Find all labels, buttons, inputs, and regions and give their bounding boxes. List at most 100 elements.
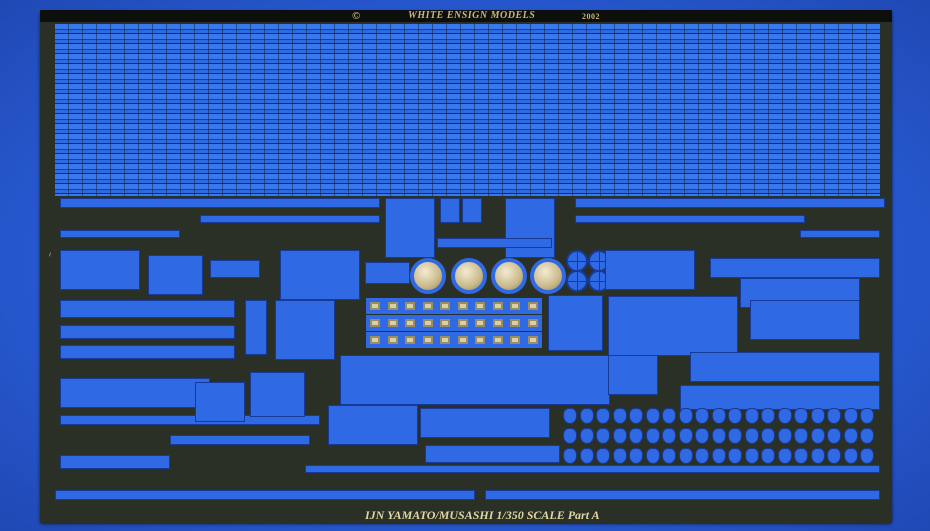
ladder xyxy=(250,372,305,417)
hatch-square xyxy=(436,332,454,348)
hatch-square xyxy=(506,332,524,348)
hatch-square xyxy=(471,315,489,331)
crest-plate xyxy=(843,448,858,464)
base-plate xyxy=(437,238,552,248)
small-part xyxy=(440,198,460,223)
crest-plate xyxy=(678,448,693,464)
hatch-square xyxy=(506,315,524,331)
hatch-square xyxy=(436,315,454,331)
ladder xyxy=(195,382,245,422)
crest-plate xyxy=(843,408,858,424)
crest-plate xyxy=(761,448,775,464)
crest-plate xyxy=(612,448,627,464)
strip xyxy=(485,490,880,500)
crest-plate xyxy=(744,448,759,464)
crest-plate xyxy=(744,428,759,444)
hatch-square xyxy=(488,298,507,314)
crest-plate xyxy=(761,408,775,424)
crest-plate xyxy=(728,408,742,424)
crest-plate xyxy=(645,428,660,444)
strip xyxy=(170,435,310,445)
crest-plate xyxy=(827,428,841,444)
crest-plate xyxy=(843,428,858,444)
crane-arm xyxy=(200,215,380,223)
crest-plate xyxy=(777,448,792,464)
strip xyxy=(60,300,235,318)
hatch-square xyxy=(453,315,472,331)
hatch-square xyxy=(366,315,384,331)
crest-plate xyxy=(794,448,808,464)
strip xyxy=(60,345,235,359)
bracket-assembly xyxy=(505,198,555,258)
crane-arm xyxy=(575,198,885,208)
mount xyxy=(608,355,658,395)
panel xyxy=(328,405,418,445)
crest-plate xyxy=(629,448,643,464)
crest-plate xyxy=(645,448,660,464)
strip xyxy=(305,465,880,473)
crest-plate xyxy=(662,428,676,444)
crest-plate xyxy=(744,408,759,424)
hatch-square xyxy=(436,298,454,314)
hatch-square xyxy=(471,298,489,314)
ventilator xyxy=(275,300,335,360)
crest-plate xyxy=(563,428,577,444)
crest-plate xyxy=(860,408,874,424)
hatch-square xyxy=(488,332,507,348)
curved-shield xyxy=(690,352,880,382)
crest-plate xyxy=(711,408,726,424)
hatch-square xyxy=(523,332,542,348)
crest-plate xyxy=(695,408,709,424)
boat-crane xyxy=(60,230,180,238)
crest-plate xyxy=(596,428,610,444)
hatch-square xyxy=(418,298,437,314)
strip xyxy=(60,415,320,425)
railing-strips xyxy=(55,24,880,196)
hatch-square xyxy=(506,298,524,314)
maker-name: WHITE ENSIGN MODELS xyxy=(408,10,536,21)
hatch-square xyxy=(471,332,489,348)
grille xyxy=(365,262,410,284)
deck-part xyxy=(710,258,880,278)
crest-plate xyxy=(794,428,808,444)
crest-plate xyxy=(810,448,825,464)
curved-panel xyxy=(420,408,550,438)
hatch-square xyxy=(366,298,384,314)
hatch-square xyxy=(401,332,419,348)
crest-plate xyxy=(860,448,874,464)
door-set xyxy=(608,296,738,356)
hatch-square xyxy=(401,298,419,314)
crest-plate xyxy=(827,448,841,464)
small-part xyxy=(462,198,482,223)
crest-plate xyxy=(728,428,742,444)
crest-plate xyxy=(596,408,610,424)
crest-plate xyxy=(695,428,709,444)
brass-disc xyxy=(410,258,446,294)
hatch-square xyxy=(418,332,437,348)
crest-plate xyxy=(579,448,594,464)
fitting xyxy=(245,300,267,355)
year-label: 2002 xyxy=(582,12,600,21)
brass-disc xyxy=(491,258,527,294)
crest-plate xyxy=(678,408,693,424)
bulkhead-panel xyxy=(340,355,610,405)
crest-plate xyxy=(629,408,643,424)
crest-plate xyxy=(711,428,726,444)
crest-plate xyxy=(645,408,660,424)
hatch-square xyxy=(383,315,402,331)
crest-plate xyxy=(662,408,676,424)
crane-arm xyxy=(575,215,805,223)
hatch-square xyxy=(453,298,472,314)
grating xyxy=(548,295,603,351)
vent-panel xyxy=(280,250,360,300)
shields xyxy=(605,250,695,290)
crest-plate xyxy=(579,428,594,444)
strip-set xyxy=(750,300,860,340)
hatch-square xyxy=(383,298,402,314)
copyright-symbol: © xyxy=(352,10,361,22)
boat-crane xyxy=(800,230,880,238)
strip xyxy=(60,325,235,339)
crest-plate xyxy=(810,408,825,424)
hatch-panel xyxy=(60,250,140,290)
hatch-square xyxy=(418,315,437,331)
